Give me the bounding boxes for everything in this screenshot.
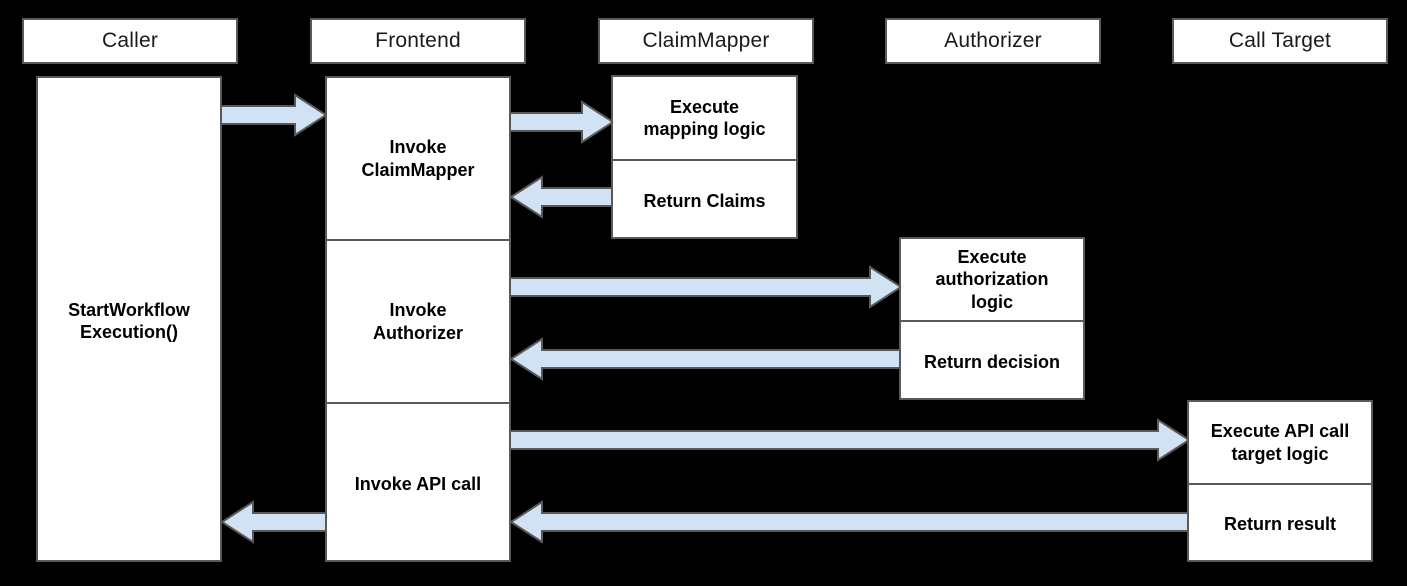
activation-frontend-segment-invoke-claimmapper: Invoke ClaimMapper (327, 78, 509, 239)
activation-calltarget-segment-execute-api-call-target-logic: Execute API call target logic (1189, 402, 1371, 483)
activation-calltarget-seg2-line1: Return result (1223, 514, 1337, 535)
activation-authorizer-segment-execute-authorization-logic: Execute authorization logic (901, 239, 1083, 320)
activation-claimmapper-segment-execute-mapping-logic: Execute mapping logic (613, 77, 796, 159)
message-arrow-frontend-to-caller[interactable] (220, 500, 328, 544)
activation-authorizer-seg2-line1: Return decision (923, 351, 1061, 372)
activation-frontend-segment-invoke-api-call: Invoke API call (327, 402, 509, 564)
lifeline-header-caller-label: Caller (101, 29, 159, 52)
activation-calltarget[interactable]: Execute API call target logic Return res… (1187, 400, 1373, 562)
activation-claimmapper-seg2-line1: Return Claims (643, 190, 766, 211)
activation-claimmapper-seg1-line2: mapping logic (643, 119, 766, 139)
activation-caller-label-line1: StartWorkflow (68, 299, 190, 320)
message-arrow-claimmapper-to-frontend[interactable] (509, 175, 615, 219)
activation-claimmapper[interactable]: Execute mapping logic Return Claims (611, 75, 798, 239)
activation-authorizer-seg1-line3: logic (970, 291, 1013, 312)
activation-calltarget-seg1-line2: target logic (1231, 443, 1329, 464)
lifeline-header-frontend[interactable]: Frontend (310, 18, 526, 64)
lifeline-header-frontend-label: Frontend (375, 29, 461, 52)
message-arrow-authorizer-to-frontend[interactable] (509, 337, 903, 381)
activation-caller-segment-start-workflow: StartWorkflow Execution() (38, 78, 220, 564)
activation-authorizer[interactable]: Execute authorization logic Return decis… (899, 237, 1085, 400)
activation-frontend-seg1-line2: ClaimMapper (361, 159, 475, 180)
message-arrow-frontend-to-authorizer[interactable] (509, 265, 903, 309)
activation-frontend-seg2-line2: Authorizer (373, 322, 463, 343)
lifeline-header-calltarget-label: Call Target (1228, 29, 1332, 52)
activation-claimmapper-segment-return-claims: Return Claims (613, 159, 796, 241)
lifeline-header-calltarget[interactable]: Call Target (1172, 18, 1388, 64)
activation-authorizer-seg1-line1: Execute (957, 246, 1027, 267)
activation-frontend-seg3-line1: Invoke API call (354, 473, 482, 494)
lifeline-header-caller[interactable]: Caller (22, 18, 238, 64)
activation-calltarget-segment-return-result: Return result (1189, 483, 1371, 564)
activation-claimmapper-seg1-line1: Execute (669, 96, 740, 117)
activation-frontend-segment-invoke-authorizer: Invoke Authorizer (327, 239, 509, 402)
activation-authorizer-seg1-line2: authorization (935, 269, 1049, 290)
activation-caller[interactable]: StartWorkflow Execution() (36, 76, 222, 562)
activation-frontend[interactable]: Invoke ClaimMapper Invoke Authorizer Inv… (325, 76, 511, 562)
message-arrow-calltarget-to-frontend[interactable] (509, 500, 1191, 544)
activation-frontend-seg2-line1: Invoke (389, 300, 447, 320)
message-arrow-caller-to-frontend[interactable] (220, 93, 328, 137)
lifeline-header-authorizer-label: Authorizer (944, 29, 1042, 52)
message-arrow-frontend-to-claimmapper[interactable] (509, 100, 615, 144)
message-arrow-frontend-to-calltarget[interactable] (509, 418, 1191, 462)
lifeline-header-authorizer[interactable]: Authorizer (885, 18, 1101, 64)
lifeline-header-claimmapper[interactable]: ClaimMapper (598, 18, 814, 64)
lifeline-header-claimmapper-label: ClaimMapper (642, 29, 770, 52)
activation-authorizer-segment-return-decision: Return decision (901, 320, 1083, 402)
activation-frontend-seg1-line1: Invoke (389, 137, 447, 157)
activation-calltarget-seg1-line1: Execute API call (1210, 421, 1350, 441)
activation-caller-label-line2: Execution() (79, 322, 178, 342)
